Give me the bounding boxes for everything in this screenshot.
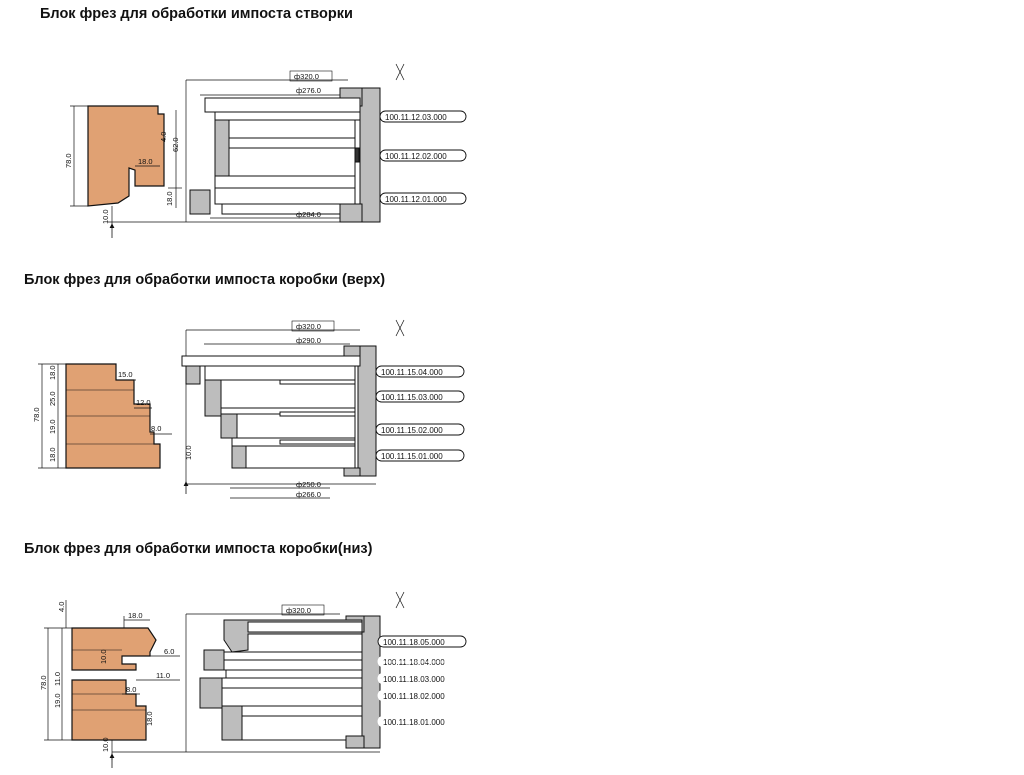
dim-step-1: 18.0	[48, 365, 57, 380]
part-tag: 100.11.18.03.000	[383, 675, 445, 684]
part-tag: 100.11.15.04.000	[381, 368, 443, 377]
cutter-frame-bottom	[199, 615, 381, 749]
dim-top-offset: 4.0	[57, 602, 66, 612]
section-title-frame-top: Блок фрез для обработки импоста коробки …	[24, 272, 386, 288]
part-tag: 100.11.12.01.000	[385, 195, 447, 204]
part-tag: 100.11.18.05.000	[383, 638, 445, 647]
dim-diameter-inner: ф290.0	[296, 336, 321, 345]
dim-diameter-bottom: ф284.0	[296, 210, 321, 219]
dim-offset: 10.0	[101, 737, 110, 752]
part-tag: 100.11.12.03.000	[385, 113, 447, 122]
dim-diameter-bottom-b: ф266.0	[296, 490, 321, 499]
dim-diameter-outer: ф320.0	[296, 322, 321, 331]
part-tags-sash: 100.11.12.03.000 100.11.12.02.000 100.11…	[379, 110, 467, 205]
part-tag: 100.11.15.03.000	[381, 393, 443, 402]
section-title-frame-bottom: Блок фрез для обработки импоста коробки(…	[24, 541, 373, 557]
dim-step-3: 18.0	[145, 711, 154, 726]
part-tag: 100.11.18.02.000	[383, 692, 445, 701]
dim-width-3: 8.0	[151, 424, 161, 433]
part-tag: 100.11.12.02.000	[385, 152, 447, 161]
dim-offset: 10.0	[184, 445, 193, 460]
part-tag: 100.11.15.01.000	[381, 452, 443, 461]
diagram-frame-bottom: ф320.0 4.0 18.0 78.0 11.0 19.0 10.0 6.0 …	[39, 591, 467, 768]
cutter-sash	[189, 87, 381, 223]
dim-step-4: 18.0	[48, 447, 57, 462]
cutter-frame-top	[181, 345, 377, 477]
diagram-frame-top: ф320.0 ф290.0 ф250.0 ф266.0 78.0 18.0 25…	[32, 319, 465, 499]
dim-width-2: 11.0	[156, 671, 170, 680]
part-tags-frame-bottom: 100.11.18.05.000 100.11.18.04.000 100.11…	[377, 635, 467, 728]
dim-step-top: 4.0	[159, 132, 168, 142]
dim-diameter-outer: ф320.0	[286, 606, 311, 615]
dim-diameter-bottom-a: ф250.0	[296, 480, 321, 489]
dim-step-3: 19.0	[48, 419, 57, 434]
dim-width-1: 6.0	[164, 647, 174, 656]
dim-height-total: 78.0	[32, 407, 41, 422]
dim-groove: 10.0	[99, 649, 108, 664]
dim-step-1: 11.0	[53, 672, 62, 686]
dim-diameter-outer: ф320.0	[294, 72, 319, 81]
part-tag: 100.11.15.02.000	[381, 426, 443, 435]
dim-top-width: 18.0	[128, 611, 143, 620]
dim-groove-width: 18.0	[138, 157, 153, 166]
dim-diameter-inner: ф276.0	[296, 86, 321, 95]
dim-width-3: 8.0	[126, 685, 136, 694]
dim-height-total: 78.0	[39, 675, 48, 690]
dim-step-2: 19.0	[53, 693, 62, 708]
part-tag: 100.11.18.01.000	[383, 718, 445, 727]
profile-sash	[87, 105, 165, 207]
diagram-sash: ф320.0 ф276.0 ф284.0 78.0 4.0 62.0 18.0 …	[64, 63, 467, 238]
dim-offset: 10.0	[101, 209, 110, 224]
dim-width-2: 12.0	[136, 398, 151, 407]
profile-frame-bottom	[71, 627, 157, 671]
dim-step-2: 25.0	[48, 391, 57, 406]
part-tags-frame-top: 100.11.15.04.000 100.11.15.03.000 100.11…	[375, 365, 465, 462]
dim-step-mid: 62.0	[171, 137, 180, 152]
section-title-sash: Блок фрез для обработки импоста створки	[40, 6, 353, 22]
dim-height-total: 78.0	[64, 153, 73, 168]
dim-width-1: 15.0	[118, 370, 133, 379]
dim-step-bottom: 18.0	[165, 191, 174, 206]
part-tag: 100.11.18.04.000	[383, 658, 445, 667]
